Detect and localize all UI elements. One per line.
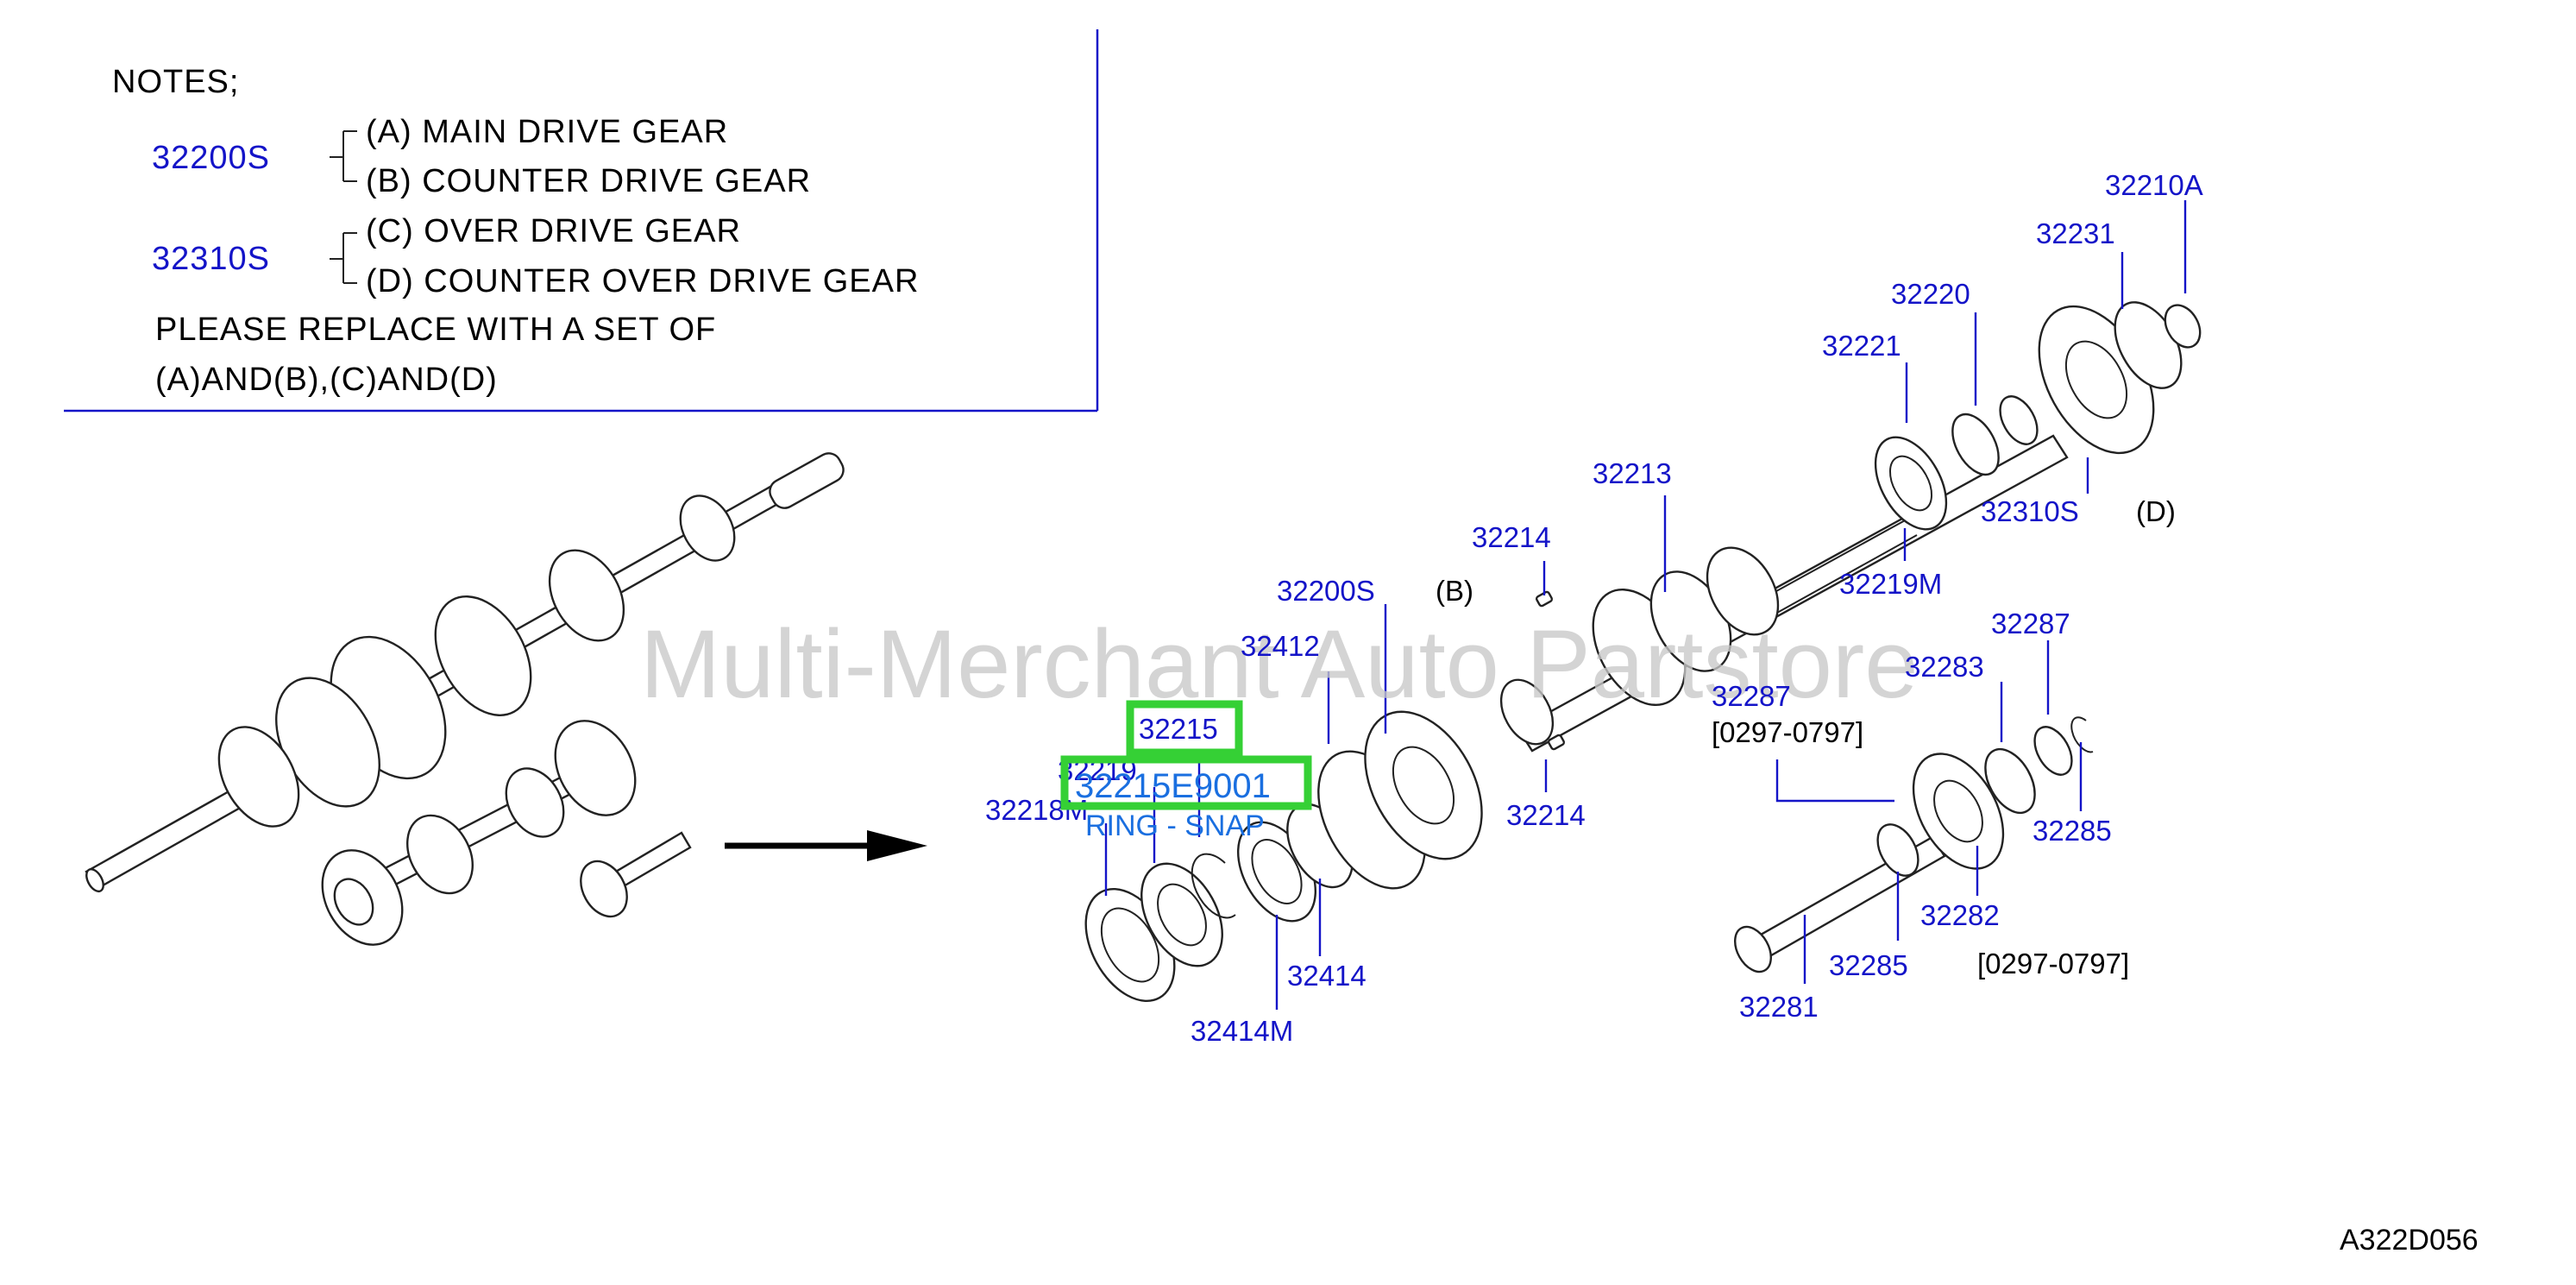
exploded-counter-overdrive [1734, 716, 2094, 973]
overview-gear-1 [434, 595, 532, 716]
notes-title: NOTES; [112, 64, 239, 100]
bearing-32219-inner [1157, 883, 1207, 947]
mainshaft-splines-1 [1768, 519, 1907, 596]
leader-32287-dated [1775, 759, 1894, 803]
callout-32213[interactable]: 32213 [1593, 457, 1672, 489]
callout-32281[interactable]: 32281 [1739, 991, 1819, 1023]
notes-group1-a: (A) MAIN DRIVE GEAR [366, 114, 728, 150]
overview-counter-gear-2 [406, 814, 474, 895]
date-range-top: [0297-0797] [1712, 716, 1863, 748]
part-callouts: 32210A 32231 32220 32221 32213 32310S (D… [985, 169, 2203, 1047]
callout-32200S[interactable]: 32200S [1277, 575, 1375, 607]
overdrive-gear-hub [2064, 340, 2128, 419]
highlight-box-part [1126, 700, 1243, 757]
mainshaft-spacer-32220 [1951, 413, 2000, 476]
needle-bearing-32283 [1984, 747, 2036, 815]
overview-counter-bearing [333, 878, 374, 926]
date-range-bottom: [0297-0797] [1977, 948, 2129, 979]
leader-lines [1104, 200, 2187, 1010]
highlight-part-description: RING - SNAP [1085, 809, 1265, 842]
callout-32214-bottom[interactable]: 32214 [1506, 799, 1586, 831]
key-32214-upper [1535, 590, 1554, 608]
callout-32285-top[interactable]: 32285 [2033, 815, 2112, 847]
callout-32210A[interactable]: 32210A [2105, 169, 2203, 201]
countershaft-end [1734, 925, 1772, 973]
callout-32287-dated[interactable]: 32287 [1712, 680, 1791, 712]
mainshaft-collar [1999, 395, 2039, 445]
washer-32287 [2033, 726, 2073, 776]
callout-32412[interactable]: 32412 [1241, 630, 1320, 662]
notes-group2-code[interactable]: 32310S [152, 241, 270, 277]
counter-drive-gear-hub [1392, 746, 1455, 825]
exploded-counter-drive [1084, 710, 1483, 1003]
overview-collar-1 [679, 494, 736, 562]
arrow-head [867, 830, 927, 861]
callout-32220[interactable]: 32220 [1891, 278, 1970, 310]
mainshaft-bearing-inner [1888, 455, 1933, 512]
overview-countershaft [321, 720, 637, 946]
letter-b: (B) [1436, 575, 1473, 607]
seal-32218M-inner [1100, 907, 1160, 983]
washer-32414M-inner [1251, 839, 1303, 904]
overview-shaft-tip [85, 867, 104, 893]
overview-counter-gear-3 [505, 767, 565, 838]
callout-32283[interactable]: 32283 [1905, 651, 1984, 683]
key-32214-lower [1547, 734, 1566, 751]
diagram-code: A322D056 [2340, 1224, 2479, 1257]
highlight-part-label[interactable]: 32215 [1139, 713, 1218, 745]
notes-replace-line1: PLEASE REPLACE WITH A SET OF [155, 312, 716, 348]
notes-replace-line2: (A)AND(B),(C)AND(D) [155, 362, 498, 398]
callout-32219M[interactable]: 32219M [1839, 568, 1942, 600]
notes-group2-d: (D) COUNTER OVER DRIVE GEAR [366, 263, 919, 299]
notes-group1-b: (B) COUNTER DRIVE GEAR [366, 163, 811, 199]
notes-group1-code[interactable]: 32200S [152, 140, 270, 176]
callout-32285-bottom[interactable]: 32285 [1829, 949, 1908, 981]
highlight-box-part-number [1060, 755, 1312, 810]
notes-group2-bracket [330, 232, 357, 284]
counter-overdrive-gear-hub [1933, 779, 1983, 843]
snap-ring-32285 [2070, 716, 2094, 753]
letter-d: (D) [2136, 495, 2176, 527]
notes-group1-bracket [330, 130, 357, 182]
callout-32221[interactable]: 32221 [1822, 330, 1901, 362]
notes-group2-c: (C) OVER DRIVE GEAR [366, 213, 741, 249]
mainshaft-gear-3 [1706, 546, 1780, 636]
callout-32414M[interactable]: 32414M [1191, 1015, 1293, 1047]
callout-32282[interactable]: 32282 [1920, 899, 2000, 931]
overview-shaft-end [769, 452, 845, 509]
overview-small-gear [580, 860, 628, 918]
mainshaft-end [1499, 678, 1555, 746]
overview-small-shaft [580, 831, 692, 918]
callout-32214-top[interactable]: 32214 [1472, 521, 1551, 553]
overview-counter-gear-4 [554, 720, 637, 816]
watermark: Multi-Merchant Auto Partstore [640, 610, 1918, 718]
highlight-part-number[interactable]: 32215E9001 [1075, 767, 1271, 805]
mainshaft-splines-2 [1776, 534, 1918, 614]
highlighted-part-32215[interactable]: 32215 32215E9001 RING - SNAP [1060, 700, 1312, 842]
overview-mainshaft [85, 452, 845, 893]
callout-32310S[interactable]: 32310S [1981, 495, 2079, 527]
counter-overdrive-gear-32282 [1912, 753, 2005, 870]
exploded-main-shaft [1499, 301, 2202, 753]
notes-box: NOTES; 32200S (A) MAIN DRIVE GEAR (B) CO… [64, 29, 1099, 413]
callout-32414[interactable]: 32414 [1287, 960, 1367, 992]
overview-gear-4 [217, 726, 300, 828]
snap-ring-32215 [1191, 853, 1236, 919]
nut-32210A [2164, 304, 2202, 349]
overview-assembly-drawing [85, 452, 927, 946]
washer-32285-lower [1876, 823, 1919, 877]
callout-32287[interactable]: 32287 [1991, 608, 2070, 639]
overview-collar-2 [548, 549, 625, 642]
overview-to-exploded-arrow [725, 830, 927, 861]
callout-32231[interactable]: 32231 [2036, 217, 2115, 249]
